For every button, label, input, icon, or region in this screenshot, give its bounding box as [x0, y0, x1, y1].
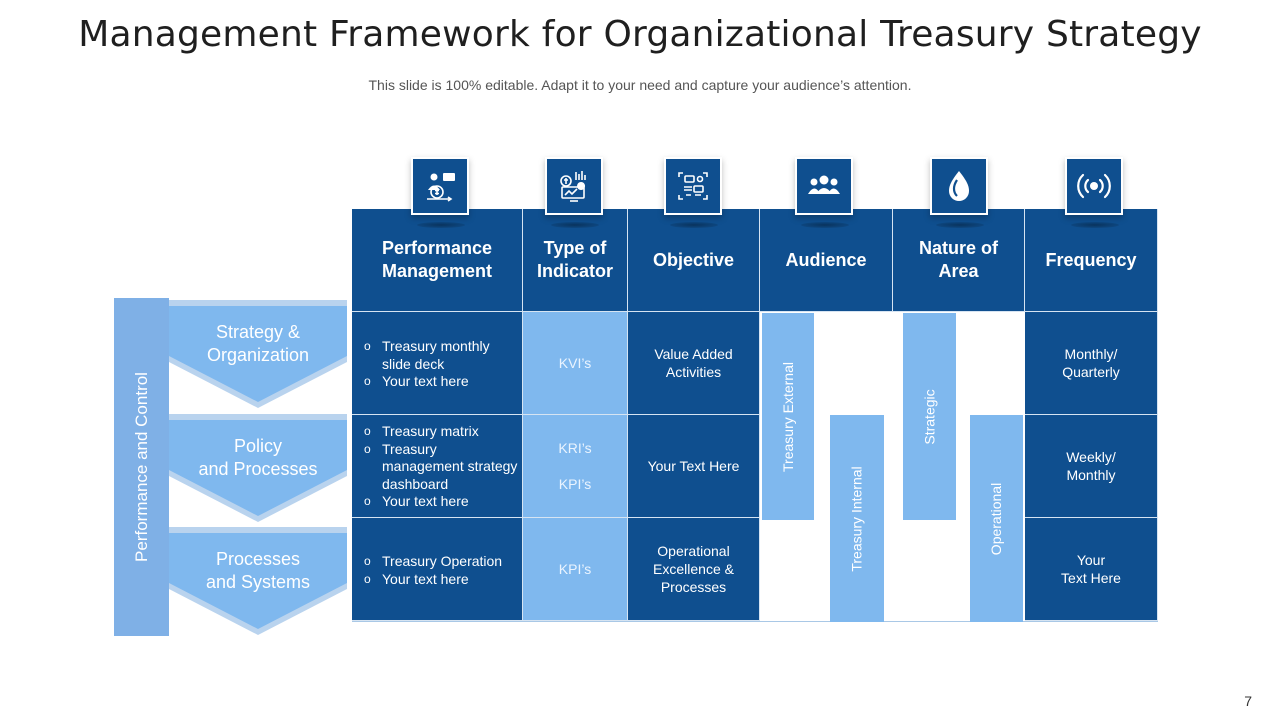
- audience-bar-label: Treasury Internal: [849, 465, 865, 572]
- chevron-label: Policy and Processes: [198, 436, 318, 479]
- row3-frequency: Your Text Here: [1025, 518, 1158, 621]
- row3-objective: Operational Excellence & Processes: [628, 518, 760, 621]
- icon-shadow: [670, 222, 718, 228]
- nature-bar-operational: Operational: [970, 415, 1023, 622]
- broadcast-icon: [1065, 157, 1123, 215]
- target-icon: [664, 157, 722, 215]
- header-audience: Audience: [760, 209, 893, 312]
- table-bottom-line: [352, 621, 1158, 622]
- nature-bar-label: Operational: [988, 482, 1005, 555]
- header-objective: Objective: [628, 209, 760, 312]
- nature-bar-label: Strategic: [921, 388, 938, 445]
- chevron-strategy: Strategy & Organization: [169, 298, 347, 410]
- chevron-label: Processes and Systems: [205, 549, 311, 592]
- header-performance-management: Performance Management: [352, 209, 523, 312]
- icon-shadow: [417, 222, 465, 228]
- row3-indicator: KPI’s: [523, 518, 628, 621]
- nature-bar-strategic: Strategic: [903, 313, 956, 520]
- bullet-item: Treasury monthly slide deck: [364, 338, 514, 373]
- audience-bar-internal: Treasury Internal: [830, 415, 884, 622]
- side-bar-label-wrap: Performance and Control: [114, 298, 169, 636]
- side-bar-label: Performance and Control: [131, 372, 151, 562]
- users-icon: [795, 157, 853, 215]
- row1-objective: Value Added Activities: [628, 312, 760, 415]
- page-number: 7: [1244, 693, 1252, 709]
- chevron-shape: [169, 527, 347, 635]
- presentation-icon: [411, 157, 469, 215]
- bullet-item: Your text here: [364, 373, 514, 391]
- bullet-item: Your text here: [364, 493, 520, 511]
- bullet-item: Treasury Operation: [364, 553, 520, 571]
- dashboard-icon: [545, 157, 603, 215]
- icon-shadow: [1071, 222, 1119, 228]
- leaf-drop-icon: [930, 157, 988, 215]
- header-type-of-indicator: Type of Indicator: [523, 209, 628, 312]
- row2-indicator: KRI’s KPI’s: [523, 415, 628, 518]
- slide-title: Management Framework for Organizational …: [78, 14, 1202, 55]
- bullet-item: Treasury management strategy dashboard: [364, 441, 520, 494]
- bullet-item: Treasury matrix: [364, 423, 520, 441]
- icon-shadow: [801, 222, 849, 228]
- row3-bullet-list: Treasury Operation Your text here: [364, 553, 520, 588]
- icon-shadow: [551, 222, 599, 228]
- chevron-processes: Processes and Systems: [169, 525, 347, 637]
- row2-objective: Your Text Here: [628, 415, 760, 518]
- chevron-shape: [169, 414, 347, 522]
- row2-frequency: Weekly/ Monthly: [1025, 415, 1158, 518]
- row1-frequency: Monthly/ Quarterly: [1025, 312, 1158, 415]
- slide-subtitle: This slide is 100% editable. Adapt it to…: [368, 77, 912, 93]
- audience-bar-external: Treasury External: [762, 313, 814, 520]
- chevron-shape: [169, 300, 347, 408]
- bullet-item: Your text here: [364, 571, 520, 589]
- row1-bullet-list: Treasury monthly slide deck Your text he…: [364, 338, 514, 391]
- header-nature-of-area: Nature of Area: [893, 209, 1025, 312]
- chevron-label: Strategy & Organization: [206, 322, 310, 365]
- audience-bar-label: Treasury External: [780, 361, 796, 472]
- side-bar: [114, 298, 169, 636]
- row1-indicator: KVI’s: [523, 312, 628, 415]
- chevron-policy: Policy and Processes: [169, 412, 347, 524]
- icon-shadow: [936, 222, 984, 228]
- header-frequency: Frequency: [1025, 209, 1158, 312]
- row2-bullet-list: Treasury matrix Treasury management stra…: [364, 423, 520, 511]
